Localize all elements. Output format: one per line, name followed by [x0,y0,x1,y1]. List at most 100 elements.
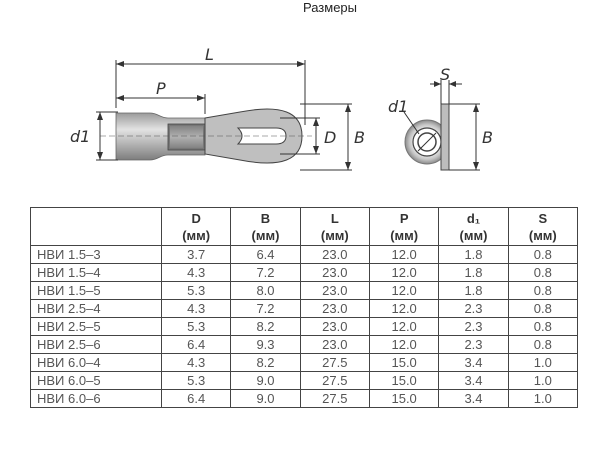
table-cell: 12.0 [368,245,440,264]
table-cell: 3.7 [160,245,232,264]
column-header: B (мм) [230,207,301,246]
table-cell: 23.0 [299,263,370,282]
table-cell: 8.2 [230,317,301,336]
table-cell: 12.0 [368,299,440,318]
terminal-end-view [404,103,450,171]
table-cell: 23.0 [299,317,370,336]
table-cell: 7.2 [230,299,301,318]
table-cell: 0.8 [507,299,579,318]
table-cell: 23.0 [299,281,370,300]
page-title: Размеры [302,0,358,15]
row-model-name: НВИ 6.0–5 [30,371,162,390]
column-header-unit: (мм) [459,228,488,243]
table-cell: 5.3 [160,281,232,300]
column-header-unit: (мм) [528,228,557,243]
table-cell: 15.0 [368,371,440,390]
column-header-name: S [538,211,548,226]
table-cell: 8.0 [230,281,301,300]
column-header: L (мм) [299,207,370,246]
table-cell: 0.8 [507,317,579,336]
column-header-unit: (мм) [390,228,419,243]
table-cell: 15.0 [368,353,440,372]
table-cell: 23.0 [299,299,370,318]
dimension-D: D [280,117,336,155]
row-model-name: НВИ 1.5–4 [30,263,162,282]
table-cell: 0.8 [507,263,579,282]
table-cell: 3.4 [438,371,509,390]
column-header-unit: (мм) [182,228,211,243]
table-cell: 15.0 [368,389,440,408]
table-cell: 23.0 [299,335,370,354]
dimension-B: B [300,103,365,171]
row-model-name: НВИ 2.5–6 [30,335,162,354]
table-cell: 1.0 [507,389,579,408]
table-cell: 6.4 [160,389,232,408]
table-cell: 7.2 [230,263,301,282]
table-cell: 0.8 [507,335,579,354]
column-header-name: d₁ [466,211,481,226]
dimension-d1-end: d1 [388,97,420,135]
table-cell: 5.3 [160,371,232,390]
table-cell: 4.3 [160,353,232,372]
column-header-name: P [399,211,409,226]
column-header: d₁ (мм) [438,207,509,246]
table-cell: 9.0 [230,371,301,390]
table-cell: 12.0 [368,335,440,354]
row-model-name: НВИ 1.5–5 [30,281,162,300]
table-header-row: D(мм) B (мм) L (мм) P (мм) d₁ (мм) S (мм) [30,207,579,246]
table-cell: 9.0 [230,389,301,408]
table-cell: 6.4 [160,335,232,354]
table-cell: 1.8 [438,263,509,282]
column-header-unit: (мм) [320,228,349,243]
table-cell: 3.4 [438,389,509,408]
label-B: B [354,128,365,147]
table-cell: 23.0 [299,245,370,264]
label-D: D [324,128,336,147]
terminal-side-view [100,108,312,164]
table-cell: 2.3 [438,299,509,318]
row-model-name: НВИ 2.5–4 [30,299,162,318]
dimension-d1: d1 [70,111,118,161]
terminal-dimension-diagram: L P d1 D [70,45,493,171]
table-cell: 1.0 [507,353,579,372]
column-header-name: L [330,211,339,226]
table-cell: 27.5 [299,389,370,408]
table-cell: 12.0 [368,281,440,300]
column-header [30,207,162,246]
column-header: S (мм) [507,207,579,246]
row-model-name: НВИ 6.0–4 [30,353,162,372]
table-cell: 6.4 [230,245,301,264]
table-cell: 3.4 [438,353,509,372]
column-header-unit: (мм) [251,228,280,243]
table-cell: 8.2 [230,353,301,372]
table-cell: 4.3 [160,263,232,282]
table-cell: 0.8 [507,281,579,300]
table-cell: 0.8 [507,245,579,264]
label-B-end: B [482,128,493,147]
dimension-S: S [430,65,462,104]
table-cell: 4.3 [160,299,232,318]
column-header-name: B [260,211,271,226]
table-cell: 12.0 [368,317,440,336]
label-d1-end: d1 [388,97,408,116]
table-cell: 5.3 [160,317,232,336]
column-header: D(мм) [160,207,232,246]
dimension-P: P [116,79,206,114]
dimension-L: L [115,45,306,125]
column-header: P (мм) [368,207,440,246]
label-d1: d1 [70,127,90,146]
table-cell: 9.3 [230,335,301,354]
row-model-name: НВИ 6.0–6 [30,389,162,408]
dimension-B-end: B [449,103,493,171]
table-cell: 2.3 [438,335,509,354]
dimensions-table: D(мм) B (мм) L (мм) P (мм) d₁ (мм) S (мм) НВИ 1.5–… [30,207,579,408]
